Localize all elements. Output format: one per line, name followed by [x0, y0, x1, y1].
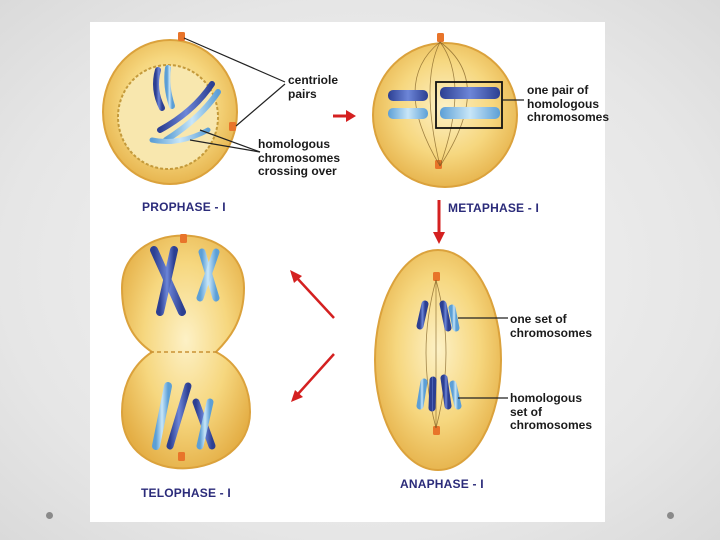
label-homologous-crossing-over: homologous chromosomes crossing over — [258, 137, 341, 178]
telophase-cells — [120, 234, 252, 470]
label-one-pair-homologous: one pair of homologous chromosomes — [527, 83, 610, 124]
arrow-right — [333, 110, 356, 122]
chromosome-light — [149, 127, 211, 145]
chromosome-dark — [157, 81, 215, 133]
prophase-cell — [102, 32, 286, 185]
label-centriole-pairs: centriole pairs — [288, 73, 339, 101]
meiosis-diagram — [102, 32, 524, 471]
meiosis-figure: centriole pairs homologous chromosomes c… — [90, 22, 609, 522]
metaphase-cell — [372, 33, 524, 188]
phase-label-metaphase: METAPHASE - I — [448, 201, 540, 215]
chromosome-light — [388, 108, 428, 119]
slide-dot-right — [667, 512, 674, 519]
slide-dot-left — [46, 512, 53, 519]
centriole-top — [437, 33, 444, 42]
chromosome-dark — [440, 87, 500, 99]
phase-label-anaphase: ANAPHASE - I — [400, 477, 484, 491]
centriole-bottom — [178, 452, 185, 461]
chromosome-dark — [388, 90, 428, 101]
centriole-top — [180, 234, 187, 243]
centriole-right — [229, 122, 236, 131]
phase-label-telophase: TELOPHASE - I — [141, 486, 231, 500]
chromosome-dark — [152, 67, 165, 111]
chromosome-light — [164, 65, 175, 109]
arrow-diagonal-up — [290, 270, 335, 319]
label-one-set-chromosomes: one set of chromosomes — [510, 312, 593, 340]
chromosome-light — [440, 107, 500, 119]
arrow-diagonal-down — [291, 353, 335, 402]
centriole-bottom — [433, 426, 440, 435]
chromosome-light — [163, 89, 221, 143]
anaphase-cell — [374, 249, 508, 471]
homologous-pair-box — [435, 81, 503, 129]
label-homologous-set: homologous set of chromosomes — [510, 391, 593, 432]
centriole-bottom — [435, 160, 442, 169]
centriole-top — [433, 272, 440, 281]
phase-label-prophase: PROPHASE - I — [142, 200, 226, 214]
arrow-down — [433, 200, 445, 244]
centriole-top — [178, 32, 185, 41]
